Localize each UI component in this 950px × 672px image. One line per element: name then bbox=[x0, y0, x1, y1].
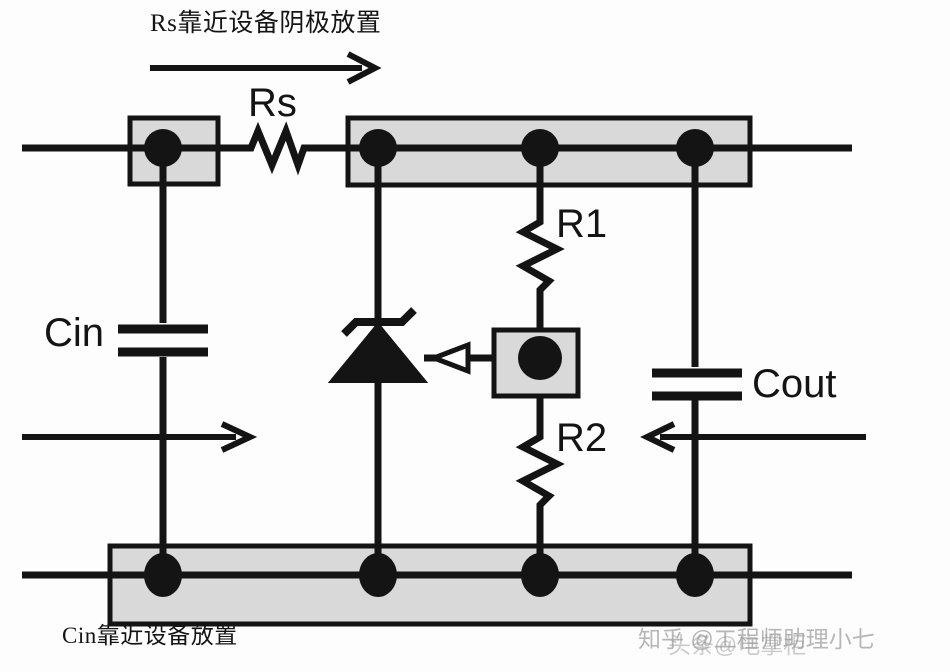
node-dot-gnd-cout bbox=[676, 553, 714, 597]
node-dot-rail-divider bbox=[521, 129, 559, 167]
zener-anode-triangle-icon bbox=[327, 321, 429, 383]
component-label-r2: R2 bbox=[556, 416, 608, 460]
output-current-arrow-head-icon bbox=[640, 421, 676, 453]
component-label-cout: Cout bbox=[752, 362, 837, 406]
diagram-caption: Cin靠近设备放置 bbox=[62, 623, 238, 648]
node-dot-divider-tap bbox=[518, 336, 562, 380]
component-label-rs: Rs bbox=[248, 81, 297, 125]
resistor-r2-symbol bbox=[515, 430, 565, 575]
component-label-cin: Cin bbox=[44, 311, 105, 355]
node-dot-input bbox=[144, 129, 182, 167]
node-dot-gnd-zener bbox=[359, 553, 397, 597]
node-dot-gnd-divider bbox=[521, 553, 559, 597]
watermark-primary: 知乎 @工程师助理小七 bbox=[638, 626, 875, 652]
zener-cathode-bar-icon bbox=[341, 307, 417, 337]
watermark-secondary: 头条@电掌柜 bbox=[668, 632, 807, 658]
diagram-title: Rs靠近设备阴极放置 bbox=[150, 10, 382, 37]
reference-arrow-icon bbox=[426, 341, 471, 375]
resistor-rs-symbol bbox=[243, 121, 310, 176]
placement-arrow-head-icon bbox=[346, 51, 382, 85]
resistor-r1-symbol bbox=[515, 215, 565, 330]
node-dot-rail-zener bbox=[359, 129, 397, 167]
node-dot-rail-cout bbox=[676, 129, 714, 167]
node-dot-gnd-cin bbox=[144, 553, 182, 597]
input-current-arrow-head-icon bbox=[220, 421, 258, 453]
plane-ground bbox=[107, 543, 753, 627]
component-label-r1: R1 bbox=[556, 202, 608, 246]
